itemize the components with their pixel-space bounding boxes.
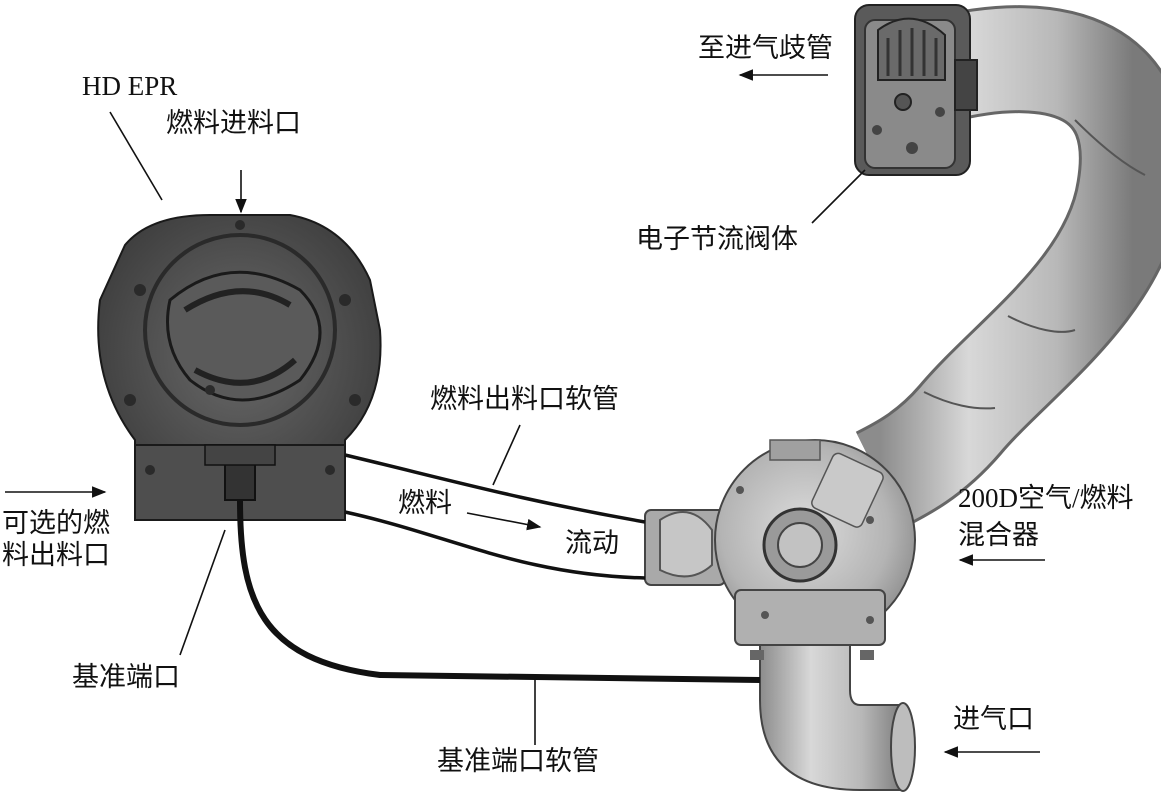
throttle-body: [854, 4, 978, 176]
label-optional-outlet-2: 料出料口: [2, 540, 110, 571]
label-air-inlet: 进气口: [953, 704, 1034, 735]
label-hd-epr: HD EPR: [82, 71, 178, 101]
label-reference-port: 基准端口: [72, 662, 180, 693]
fuel-outlet-hose: [344, 453, 646, 580]
label-mixer-1: 200D空气/燃料: [958, 483, 1134, 513]
label-flow: 流动: [565, 528, 619, 559]
tube-seams: [923, 119, 1146, 410]
label-mixer-2: 混合器: [958, 520, 1039, 551]
leader-lines: [5, 69, 1045, 758]
reference-port-hose: [237, 499, 761, 683]
label-reference-port-hose: 基准端口软管: [437, 746, 599, 777]
air-fuel-mixer: [644, 439, 916, 792]
label-fuel-outlet-hose: 燃料出料口软管: [430, 384, 619, 415]
label-throttle-body: 电子节流阀体: [636, 224, 798, 255]
label-optional-outlet-1: 可选的燃: [2, 508, 110, 539]
hd-epr-regulator: [97, 214, 382, 521]
label-to-intake-manifold: 至进气歧管: [698, 33, 833, 64]
label-fuel: 燃料: [398, 488, 452, 519]
label-fuel-inlet: 燃料进料口: [166, 108, 301, 139]
